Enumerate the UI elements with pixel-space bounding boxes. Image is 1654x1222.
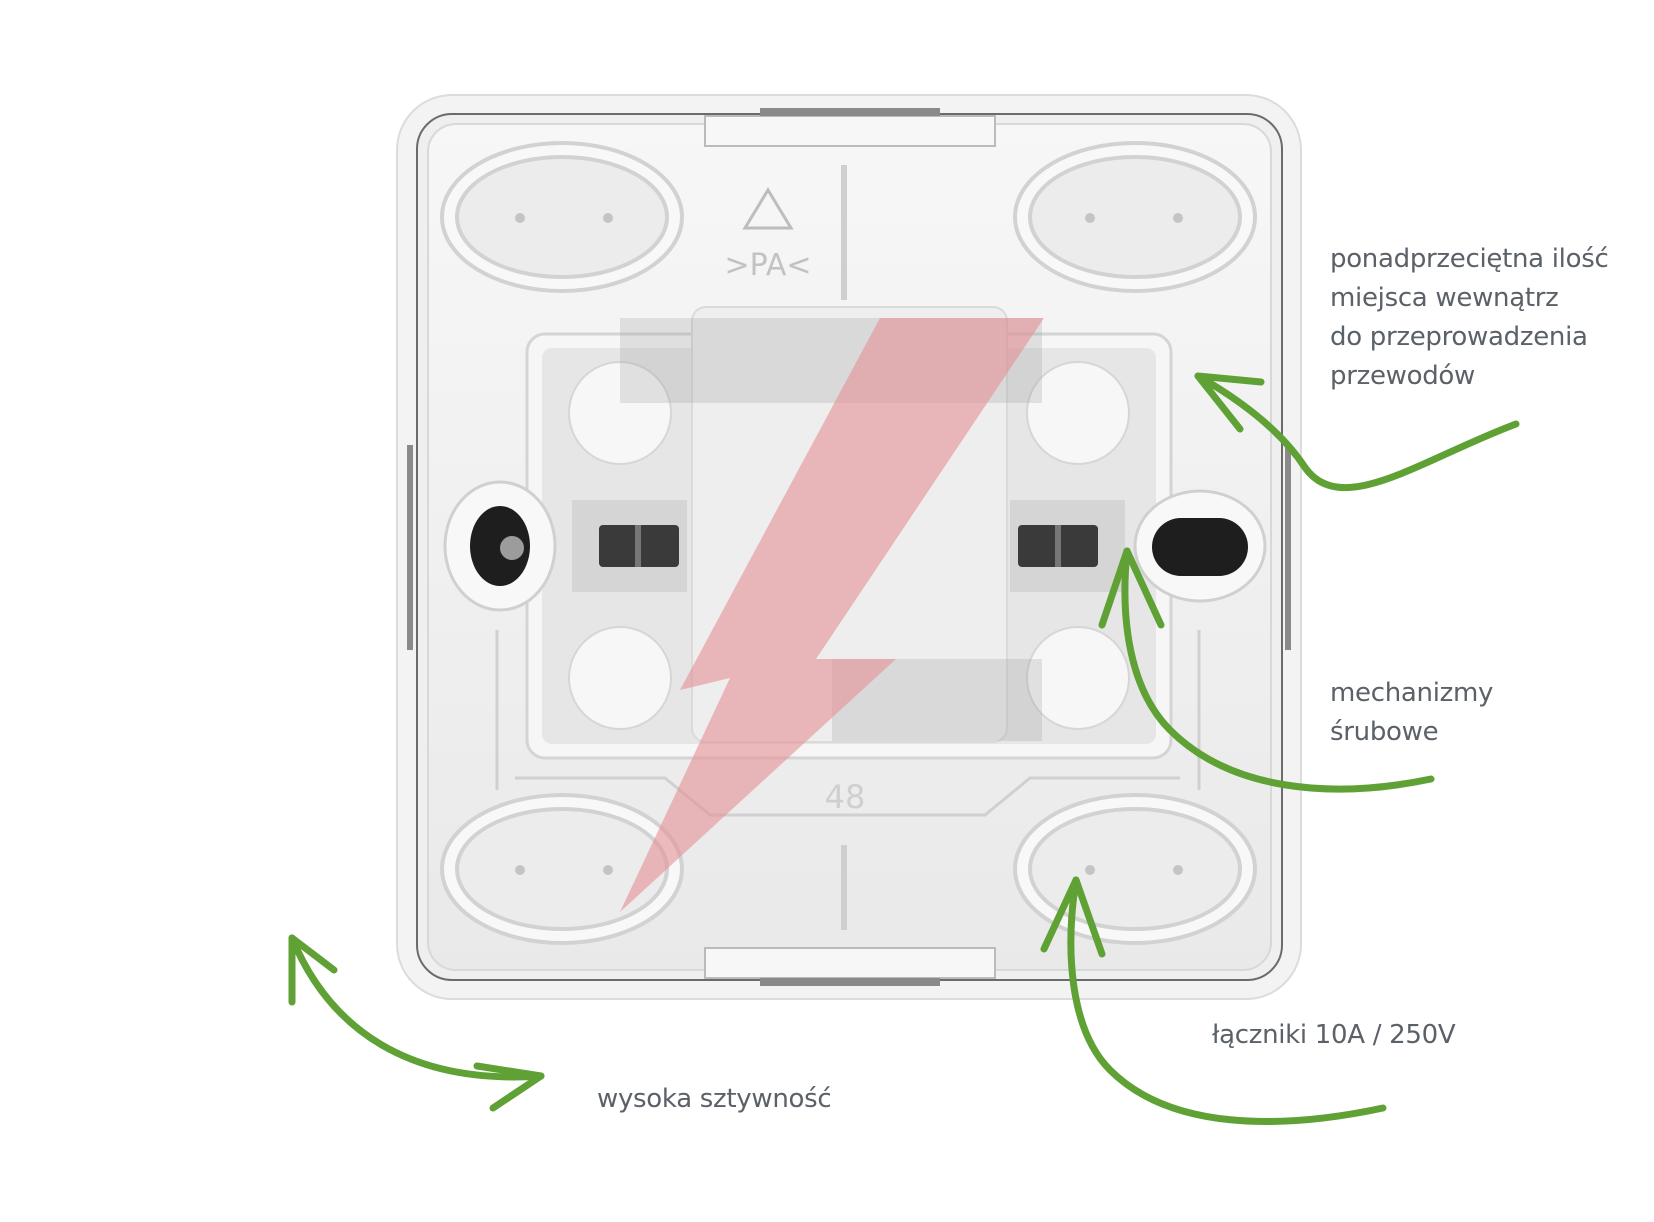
- mounting-pads: [440, 141, 1257, 945]
- annotation-line: do przeprowadzenia: [1330, 322, 1588, 352]
- material-mark: >PA<: [725, 248, 812, 283]
- annotation-line: miejsca wewnątrz: [1330, 283, 1559, 313]
- terminal-cap: [568, 626, 672, 730]
- annotation-line: przewodów: [1330, 361, 1475, 391]
- annotation-line: śrubowe: [1330, 717, 1439, 747]
- dimension-mark: 48: [825, 778, 866, 816]
- annotation-rigidity: wysoka sztywność: [597, 1084, 832, 1114]
- terminal-cap: [1026, 626, 1130, 730]
- lightning-bolt-icon: [620, 318, 1044, 912]
- annotation-connectors: łączniki 10A / 250V: [1212, 1020, 1456, 1050]
- terminal-cap: [568, 361, 672, 465]
- arrow-screws: [1098, 547, 1435, 793]
- terminal-cap: [1026, 361, 1130, 465]
- annotation-line: mechanizmy: [1330, 678, 1494, 708]
- annotation-screws: mechanizmy śrubowe: [1330, 674, 1493, 752]
- annotation-line: ponadprzeciętna ilość: [1330, 244, 1609, 274]
- dimension-line: [495, 630, 1201, 817]
- recycling-icon: [742, 187, 794, 230]
- arrow-rigidity: [288, 934, 545, 1112]
- annotation-space: ponadprzeciętna ilość miejsca wewnątrz d…: [1330, 240, 1609, 396]
- screw-holes: [443, 480, 1267, 612]
- arrow-connectors: [1040, 876, 1387, 1125]
- arrow-space: [1194, 372, 1520, 492]
